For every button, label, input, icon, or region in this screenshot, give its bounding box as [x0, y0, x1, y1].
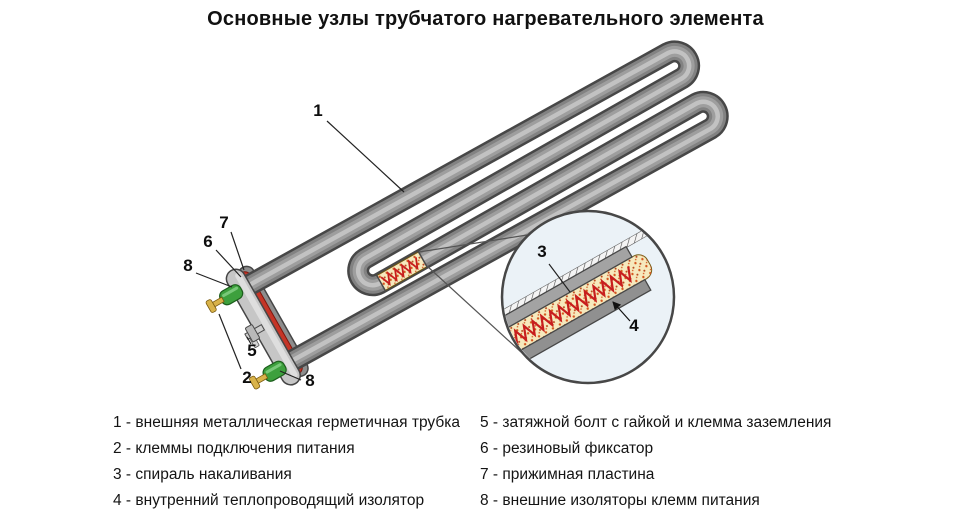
legend-item-1: 1 - внешняя металлическая герметичная тр…	[113, 414, 460, 431]
legend-item-6: 6 - резиновый фиксатор	[480, 440, 654, 457]
legend-item-5: 5 - затяжной болт с гайкой и клемма зазе…	[480, 414, 832, 431]
callout-4-inner-insulator: 4	[629, 316, 639, 335]
legend-item-4: 4 - внутренний теплопроводящий изолятор	[113, 492, 425, 509]
legend-item-8: 8 - внешние изоляторы клемм питания	[480, 492, 760, 509]
callout-7-plate: 7	[219, 213, 228, 232]
callout-7-line	[230, 231, 245, 271]
magnifier-line-bottom	[426, 265, 522, 353]
heating-tube	[238, 40, 729, 374]
callout-8-bottom-line	[279, 370, 302, 381]
tube-highlight	[242, 49, 720, 366]
callout-6-line	[215, 249, 242, 278]
legend-item-3: 3 - спираль накаливания	[113, 466, 292, 483]
callout-8-top-line	[195, 272, 233, 288]
callout-8-insulator-bottom: 8	[305, 371, 314, 390]
callout-2-terminals: 2	[242, 368, 251, 387]
flange-plate-highlight	[235, 272, 298, 378]
callout-2-line	[218, 313, 242, 370]
callout-5-line	[246, 336, 252, 345]
terminal-tab-bottom	[249, 375, 261, 390]
cutaway-edge-right	[417, 251, 428, 268]
terminal-insulator-top-highlight	[222, 286, 239, 298]
magnified-spiral	[505, 266, 632, 348]
callout-4-line	[612, 301, 631, 322]
legend-item-7: 7 - прижимная пластина	[480, 466, 655, 483]
cutaway-spiral	[380, 257, 419, 286]
legend-item-2: 2 - клеммы подключения питания	[113, 440, 355, 457]
callout-5-bolt: 5	[247, 341, 256, 360]
callout-1-tube: 1	[313, 101, 322, 120]
mounting-flange-front	[205, 268, 301, 390]
bolt-nut	[245, 324, 260, 343]
tube-cutaway	[375, 251, 428, 292]
page-title: Основные узлы трубчатого нагревательного…	[207, 8, 764, 30]
terminal-tab-top	[205, 299, 217, 313]
legend-column-left: 1 - внешняя металлическая герметичная тр…	[113, 410, 460, 514]
callout-1-line	[326, 120, 405, 193]
magnifier-line-top	[418, 234, 528, 253]
callout-8-insulator-top: 8	[183, 256, 192, 275]
magnified-tube-wall-top	[503, 245, 633, 334]
legend-column-right: 5 - затяжной болт с гайкой и клемма зазе…	[480, 410, 831, 514]
terminal-insulator-bottom-highlight	[265, 363, 282, 374]
callout-6-fixator: 6	[203, 232, 212, 251]
cutaway-edge-left	[375, 274, 387, 292]
callout-3-line	[548, 263, 571, 293]
callout-3-spiral: 3	[537, 242, 546, 261]
